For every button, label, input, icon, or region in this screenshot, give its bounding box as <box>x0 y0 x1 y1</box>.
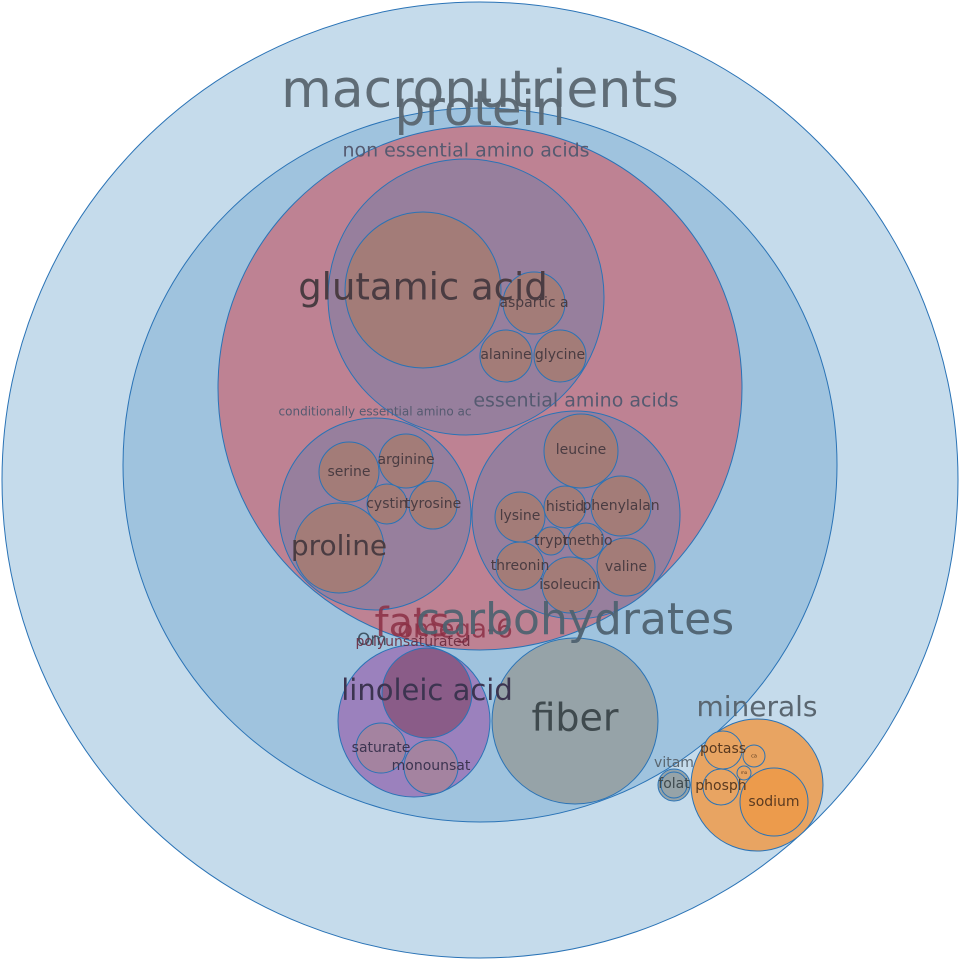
bubble-monounsaturated[interactable] <box>403 739 459 795</box>
bubble-aspartic-acid[interactable] <box>502 271 566 335</box>
label-cystine: cystin <box>366 496 408 512</box>
bubble-folate[interactable] <box>660 771 688 799</box>
bubble-cystine[interactable] <box>366 483 408 525</box>
label-glycine: glycine <box>535 347 585 363</box>
label-sodium: sodium <box>748 794 799 810</box>
label-isoleucine: isoleucin <box>539 577 601 593</box>
label-aspartic-acid: aspartic a <box>499 295 568 311</box>
label-folate: folat <box>658 776 690 792</box>
bubble-serine[interactable] <box>318 441 380 503</box>
bubble-fiber[interactable] <box>491 637 659 805</box>
label-glutamic-acid: glutamic acid <box>298 266 548 309</box>
label-monounsaturated: monounsat <box>392 758 471 774</box>
label-fiber: fiber <box>531 696 618 740</box>
label-macronutrients: macronutrients <box>281 60 679 120</box>
label-threonine: threonin <box>491 558 550 574</box>
bubble-magnesium[interactable] <box>736 765 752 781</box>
label-calcium: ca <box>751 754 757 760</box>
label-phenylalanine: phenylalan <box>582 498 659 514</box>
bubble-histidine[interactable] <box>543 485 587 529</box>
label-linoleic-acid: linoleic acid <box>341 673 513 707</box>
bubble-proline[interactable] <box>293 502 385 594</box>
bubble-threonine[interactable] <box>495 541 545 591</box>
label-leucine: leucine <box>556 442 606 458</box>
bubble-valine[interactable] <box>596 537 656 597</box>
bubble-methionine[interactable] <box>567 522 605 560</box>
label-non-essential-amino-acids: non essential amino acids <box>342 140 589 162</box>
bubble-tryptophan[interactable] <box>536 526 566 556</box>
label-minerals: minerals <box>696 690 817 723</box>
label-omega-3: Om <box>357 630 387 650</box>
label-saturated: saturate <box>352 740 411 756</box>
label-methionine: methio <box>563 533 612 549</box>
label-carbohydrates: carbohydrates <box>416 594 734 645</box>
bubble-sodium[interactable] <box>739 767 809 837</box>
bubble-leucine[interactable] <box>543 413 619 489</box>
label-polyunsaturated: polyunsaturated <box>356 634 471 650</box>
label-tryptophan: trypt <box>534 533 568 549</box>
label-protein: protein <box>395 81 566 137</box>
label-phosphorus: phosph <box>695 778 746 794</box>
bubble-glycine[interactable] <box>533 329 587 383</box>
bubble-calcium[interactable] <box>742 744 766 768</box>
bubble-alanine[interactable] <box>479 329 533 383</box>
bubble-phenylalanine[interactable] <box>590 475 652 537</box>
label-alanine: alanine <box>480 347 531 363</box>
bubble-tyrosine[interactable] <box>408 480 458 530</box>
label-essential-amino-acids: essential amino acids <box>473 390 678 412</box>
label-fats: fats <box>374 600 449 646</box>
label-serine: serine <box>327 464 370 480</box>
label-omega-6: omega-6 <box>397 615 513 645</box>
label-lysine: lysine <box>500 508 541 524</box>
label-tyrosine: tyrosine <box>405 496 461 512</box>
label-histidine: histid <box>546 499 584 515</box>
label-valine: valine <box>605 559 647 575</box>
bubble-glutamic-acid[interactable] <box>344 211 502 369</box>
bubble-linoleic-acid[interactable] <box>381 647 473 739</box>
label-conditionally-essential-amino-acids: conditionally essential amino ac <box>279 405 472 419</box>
label-potassium: potass <box>700 741 746 757</box>
label-arginine: arginine <box>377 452 434 468</box>
bubble-arginine[interactable] <box>378 433 434 489</box>
label-magnesium: ma <box>741 770 748 775</box>
bubble-isoleucine[interactable] <box>541 556 599 614</box>
label-vitamins: vitam <box>654 755 694 771</box>
label-proline: proline <box>291 529 387 562</box>
bubble-phosphorus[interactable] <box>702 768 740 806</box>
bubble-saturated[interactable] <box>355 722 407 774</box>
